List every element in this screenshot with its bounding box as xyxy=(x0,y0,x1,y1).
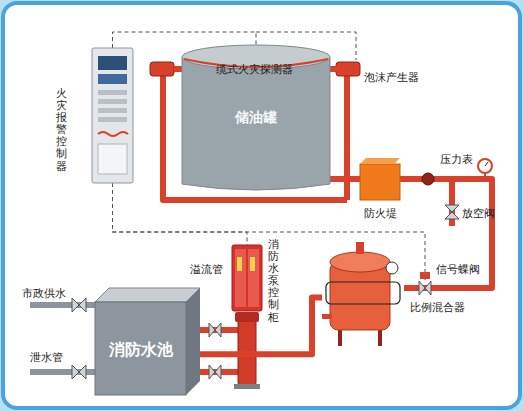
node-shape xyxy=(360,158,400,200)
mixer-outline xyxy=(326,282,400,304)
node-box: 消防水池 xyxy=(95,288,200,395)
panel-label xyxy=(250,257,255,271)
node-box: 防火堤 xyxy=(360,158,400,200)
pool-side xyxy=(186,288,200,395)
dike-block xyxy=(360,164,400,200)
node-label: 比例混合器 xyxy=(410,300,465,315)
pipe-connector xyxy=(400,179,492,288)
supply-pipe xyxy=(30,305,96,372)
wire-symbol xyxy=(98,132,128,136)
printer-panel xyxy=(98,144,127,174)
part-label: 溢流管 xyxy=(190,262,223,277)
pump-base xyxy=(234,384,260,389)
part-label: 缆式火灾探测器 xyxy=(216,62,293,77)
node-shape xyxy=(232,245,262,311)
frame xyxy=(3,3,520,408)
pool-top xyxy=(95,288,200,302)
signal-wire xyxy=(113,183,248,245)
node-label: 储油罐 xyxy=(182,109,330,127)
pump xyxy=(234,312,260,389)
vent-valve-symbol xyxy=(445,205,459,219)
pressure-gauge xyxy=(386,262,398,274)
foam-generator xyxy=(336,62,360,76)
vessel-leg xyxy=(338,328,342,346)
vessel-leg xyxy=(378,328,382,346)
valve-symbol xyxy=(422,173,434,185)
dike-top xyxy=(360,158,400,164)
butterfly-valve xyxy=(419,281,431,295)
cabinet-door xyxy=(235,249,246,307)
panel-row xyxy=(98,90,127,95)
pump-motor xyxy=(235,312,259,322)
node-label: 消防水泵控制柜 xyxy=(268,239,279,324)
tank-body xyxy=(182,57,330,190)
node-box: 比例混合器 xyxy=(322,238,404,346)
part-label: 泡沫产生器 xyxy=(364,70,419,85)
cabinet-door xyxy=(248,249,259,307)
foam-generator xyxy=(150,62,174,76)
valve-symbol xyxy=(72,298,86,312)
part-label: 信号蝶阀 xyxy=(436,262,480,277)
pressure-gauge xyxy=(478,159,492,173)
node-box: 消防水泵控制柜 xyxy=(232,245,262,311)
display-screen xyxy=(98,56,127,70)
valve-symbol xyxy=(209,323,221,337)
part-label: 放空阀 xyxy=(462,206,495,221)
node-label: 火灾报警控制器 xyxy=(56,88,67,173)
vessel-nozzle xyxy=(356,242,364,254)
vessel-dome xyxy=(330,252,390,272)
pipe-connector xyxy=(330,176,360,182)
valve-symbol xyxy=(72,365,86,379)
cabinet-body xyxy=(232,245,262,311)
pump xyxy=(238,316,256,386)
valve-symbol xyxy=(209,365,221,379)
gauge-needle xyxy=(485,162,488,166)
panel-row xyxy=(98,108,127,113)
signal-box xyxy=(420,272,430,279)
cabinet-body xyxy=(92,48,133,183)
valve xyxy=(72,205,459,379)
part-label: 泄水管 xyxy=(30,350,63,365)
node-shape xyxy=(92,48,133,183)
panel-row xyxy=(98,99,127,104)
pool-front xyxy=(95,302,186,395)
node-label: 防火堤 xyxy=(350,206,410,221)
panel-label xyxy=(237,257,242,271)
part-label: 压力表 xyxy=(440,152,473,167)
node-shape xyxy=(322,238,404,346)
part-label: 市政供水 xyxy=(22,286,66,301)
node-box: 火灾报警控制器 xyxy=(92,48,133,183)
node-label: 消防水池 xyxy=(95,340,186,361)
side-pipe xyxy=(322,314,332,319)
display-screen xyxy=(98,74,127,84)
panel-row xyxy=(98,117,127,122)
